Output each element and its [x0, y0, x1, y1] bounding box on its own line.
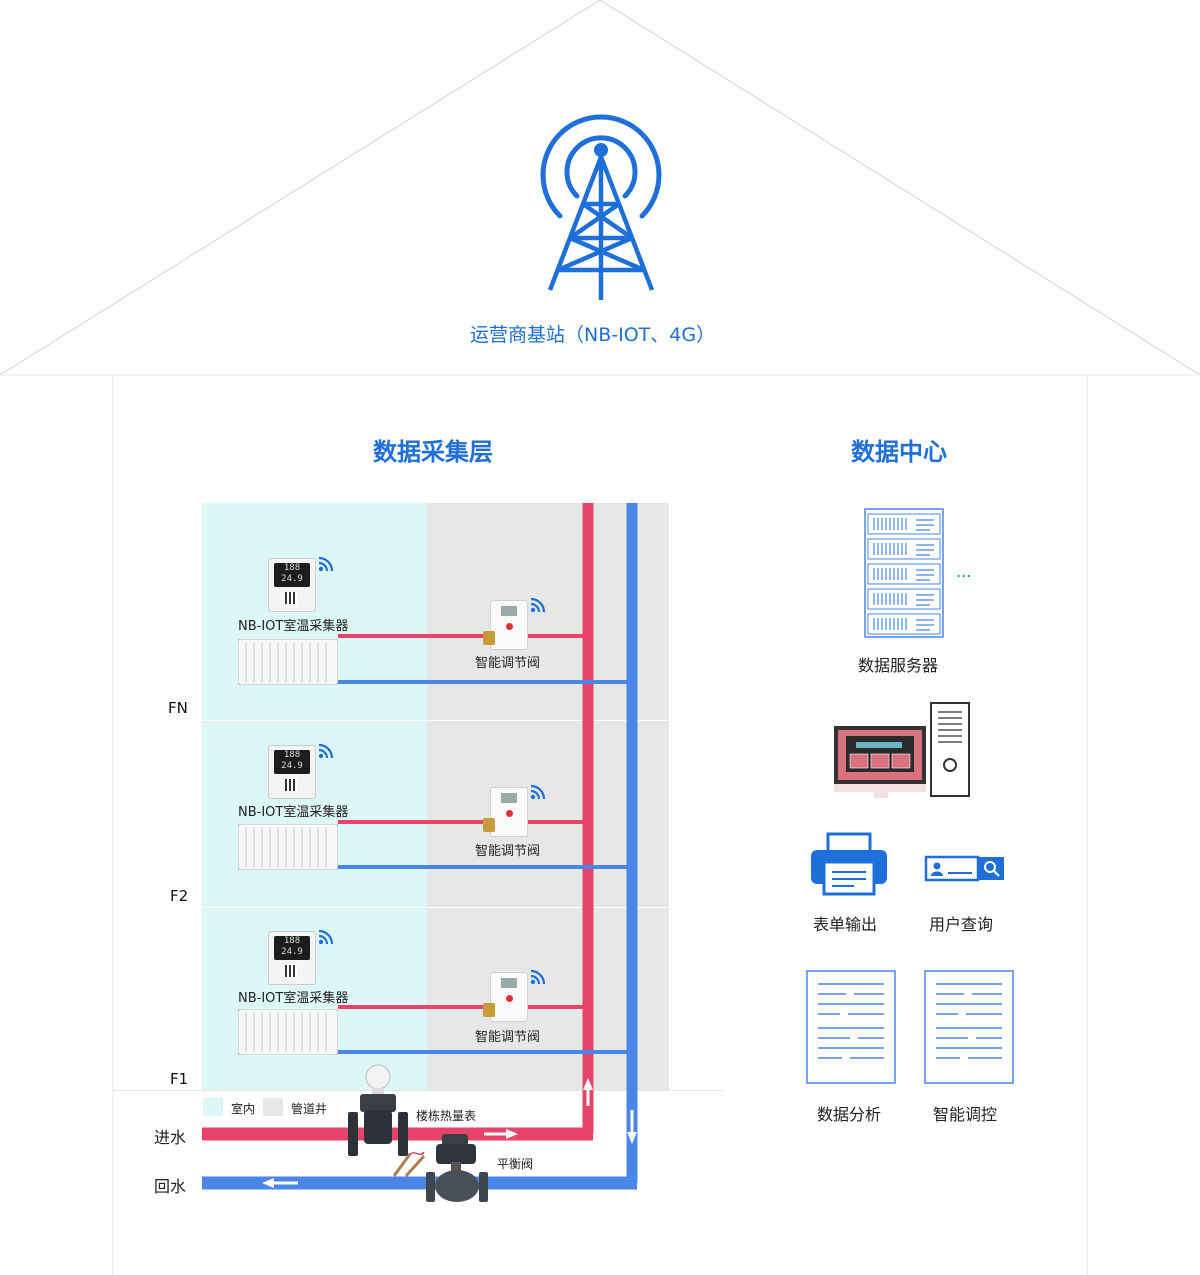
smart-valve — [483, 972, 528, 1022]
desktop-computer-icon — [834, 702, 970, 798]
station-label: 运营商基站（NB-IOT、4G） — [470, 324, 716, 346]
wifi-icon — [318, 929, 334, 945]
heat-meter-label: 楼栋热量表 — [416, 1109, 477, 1123]
legend-indoor-swatch — [203, 1098, 223, 1116]
ground-line — [113, 1090, 723, 1091]
floor-label-fn: FN — [168, 699, 188, 717]
floor-label-f1: F1 — [170, 1070, 189, 1088]
cell-tower-icon — [540, 114, 662, 300]
smart-control-label: 智能调控 — [933, 1105, 998, 1124]
radiator — [238, 1009, 338, 1055]
legend-shaft-label: 管道井 — [291, 1102, 328, 1116]
printer-icon — [811, 832, 887, 896]
radiator — [238, 824, 338, 870]
data-analysis-label: 数据分析 — [817, 1105, 882, 1124]
radiator — [238, 639, 338, 685]
return-label: 回水 — [154, 1177, 187, 1196]
smart-valve — [483, 600, 528, 650]
data-center-title: 数据中心 — [851, 438, 947, 466]
legend-indoor-label: 室内 — [231, 1102, 256, 1116]
server-ellipsis: ... — [956, 562, 972, 581]
floor-label-f2: F2 — [170, 887, 189, 905]
valve-label: 智能调节阀 — [475, 1030, 541, 1045]
valve-label: 智能调节阀 — [475, 656, 541, 671]
balance-valve-icon — [426, 1134, 488, 1202]
temperature-probe-icon — [392, 1151, 426, 1178]
document-icon — [806, 970, 896, 1084]
user-search-icon — [924, 855, 1004, 882]
server-label: 数据服务器 — [858, 656, 939, 675]
wifi-icon — [530, 969, 546, 985]
smart-valve — [483, 787, 528, 837]
collection-layer-title: 数据采集层 — [373, 438, 493, 466]
inlet-label: 进水 — [154, 1128, 187, 1147]
wifi-icon — [530, 784, 546, 800]
collector-label: NB-IOT室温采集器 — [238, 991, 349, 1006]
collector-label: NB-IOT室温采集器 — [238, 619, 349, 634]
heat-meter-icon — [348, 1064, 408, 1156]
legend-shaft-swatch — [263, 1098, 283, 1116]
floor-divider — [202, 720, 669, 721]
floor-divider — [202, 907, 669, 908]
server-rack-icon — [864, 508, 944, 638]
wifi-icon — [530, 597, 546, 613]
document-icon — [924, 970, 1014, 1084]
wifi-icon — [318, 556, 334, 572]
form-output-label: 表单输出 — [813, 915, 878, 934]
collector-label: NB-IOT室温采集器 — [238, 805, 349, 820]
balance-valve-label: 平衡阀 — [497, 1157, 534, 1171]
wifi-icon — [318, 743, 334, 759]
user-query-label: 用户查询 — [929, 915, 994, 934]
valve-label: 智能调节阀 — [475, 844, 541, 859]
